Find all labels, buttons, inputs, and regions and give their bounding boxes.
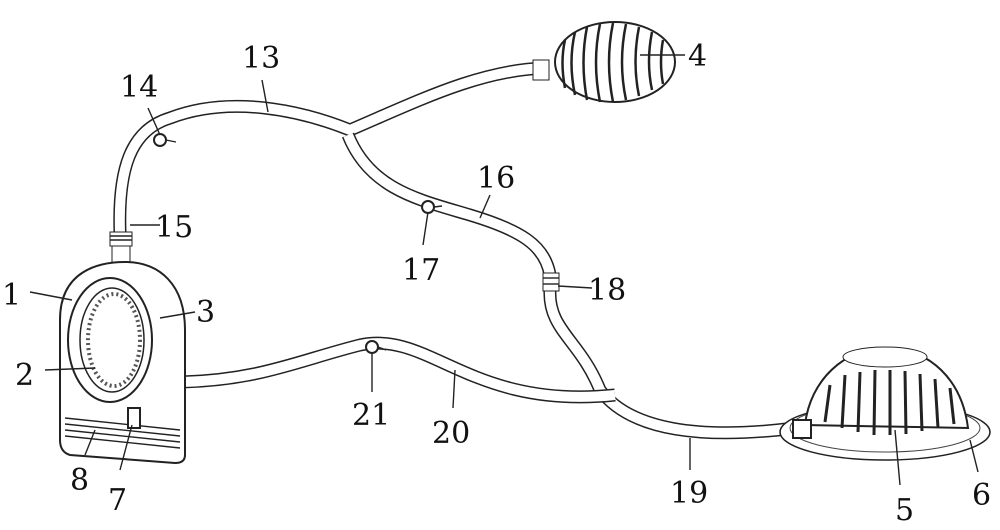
label-20: 20	[432, 416, 470, 451]
label-4: 4	[688, 39, 707, 74]
leader-lines	[29, 54, 979, 486]
label-3: 3	[196, 295, 215, 330]
label-15: 15	[155, 210, 193, 245]
tube-19	[543, 289, 796, 440]
clamp-14	[153, 133, 177, 147]
label-1: 1	[2, 278, 21, 313]
connector-15	[109, 231, 133, 267]
label-17: 17	[402, 253, 440, 288]
bulb-4	[532, 21, 676, 103]
label-18: 18	[588, 273, 626, 308]
label-2: 2	[15, 358, 34, 393]
label-8: 8	[70, 463, 89, 498]
label-7: 7	[108, 483, 127, 518]
label-14: 14	[120, 70, 158, 105]
tube-13	[113, 61, 546, 233]
strainer-5	[779, 346, 991, 461]
label-13: 13	[242, 41, 280, 76]
label-19: 19	[670, 476, 708, 511]
tube-20	[181, 336, 616, 404]
label-5: 5	[895, 493, 914, 528]
label-21: 21	[352, 398, 390, 433]
device-body-1	[59, 260, 186, 465]
connector-18	[542, 272, 560, 292]
label-16: 16	[477, 161, 515, 196]
label-6: 6	[972, 478, 991, 513]
tube-16	[341, 132, 557, 277]
reference-labels: 1 2 3 4 5 6 7 8 13 14 15 16 17 18 19 20 …	[2, 39, 991, 528]
